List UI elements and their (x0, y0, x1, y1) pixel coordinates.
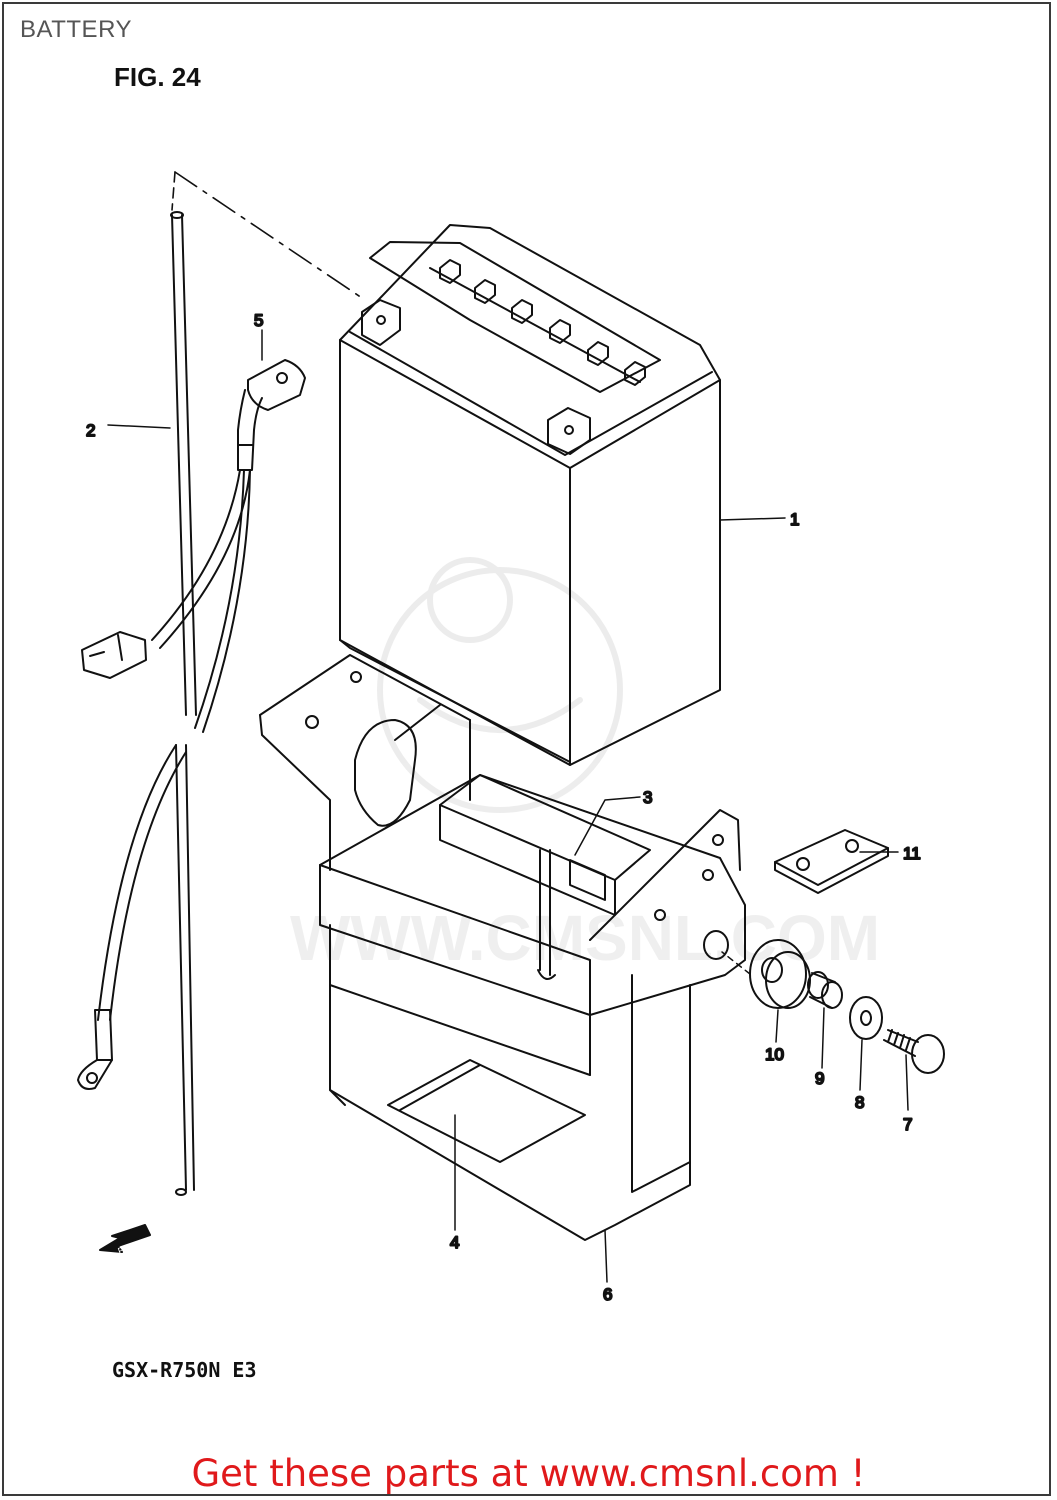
page-title: BATTERY (20, 16, 132, 43)
part-number: 3 (643, 788, 652, 807)
part-number: 9 (815, 1069, 824, 1088)
part-number: 1 (790, 510, 799, 529)
figure-label: FIG. 24 (114, 62, 201, 92)
washer (849, 996, 883, 1040)
model-code: GSX-R750N E3 (112, 1358, 257, 1382)
leader-lines (107, 329, 909, 1283)
watermark-logo: WWW.CMSNL.COM (290, 557, 880, 974)
battery (339, 224, 721, 766)
watermark-text: WWW.CMSNL.COM (290, 902, 880, 974)
part-number: 2 (86, 421, 95, 440)
part-number: 8 (855, 1093, 864, 1112)
collar (807, 971, 843, 1009)
part-number: 5 (254, 311, 263, 330)
buy-parts-link[interactable]: Get these parts at www.cmsnl.com ! (191, 1452, 866, 1495)
grommet (721, 939, 811, 1009)
battery-holder (259, 654, 746, 1241)
part-number: 11 (903, 844, 921, 863)
part-number-labels: 1 2 3 4 5 6 7 8 9 10 11 (85, 310, 922, 1305)
battery-cable (77, 359, 306, 1090)
breather-tube (170, 171, 366, 1196)
part-number: 10 (765, 1045, 784, 1064)
part-number: 4 (450, 1233, 459, 1252)
part-number: 6 (603, 1285, 612, 1304)
part-number: 7 (903, 1115, 912, 1134)
bracket-plate (774, 829, 889, 894)
bolt (883, 1029, 945, 1074)
